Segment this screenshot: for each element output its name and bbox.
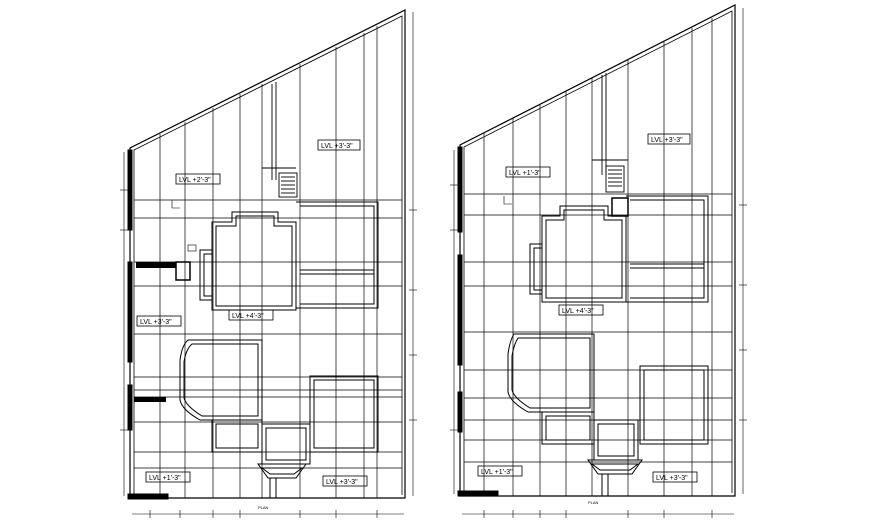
left-stair-shaft [262, 82, 298, 198]
right-level-label: LVL +1'-3" [509, 170, 541, 177]
right-level-label: LVL +1'-3" [481, 469, 513, 476]
left-level-label: LVL +1'-3" [149, 475, 181, 482]
right-stair-shaft [592, 73, 628, 193]
left-level-labels: LVL +2'-3" LVL +3'-3" LVL +3'-3" LVL +4'… [140, 143, 358, 510]
left-level-label: LVL +3'-3" [321, 143, 353, 150]
right-dimension-lines [450, 8, 747, 518]
left-plan-caption: PLAN [258, 505, 269, 510]
right-level-label: LVL +3'-3" [656, 475, 688, 482]
left-level-boxes [136, 139, 368, 487]
left-level-label: LVL +3'-3" [140, 319, 172, 326]
left-level-label: LVL +2'-3" [179, 177, 211, 184]
right-level-label: LVL +4'-3" [562, 308, 594, 315]
left-floor-plan [120, 9, 417, 518]
right-level-labels: LVL +1'-3" LVL +3'-3" LVL +4'-3" LVL +1'… [481, 137, 688, 505]
left-room-walls [134, 201, 379, 498]
right-plan-caption: PLAN [588, 500, 599, 505]
right-room-walls [507, 195, 709, 496]
left-dimension-lines [120, 12, 417, 518]
right-level-label: LVL +3'-3" [651, 137, 683, 144]
right-level-boxes [477, 133, 698, 483]
left-level-label: LVL +4'-3" [232, 313, 264, 320]
left-level-label: LVL +3'-3" [326, 479, 358, 486]
right-floor-plan [450, 4, 747, 518]
